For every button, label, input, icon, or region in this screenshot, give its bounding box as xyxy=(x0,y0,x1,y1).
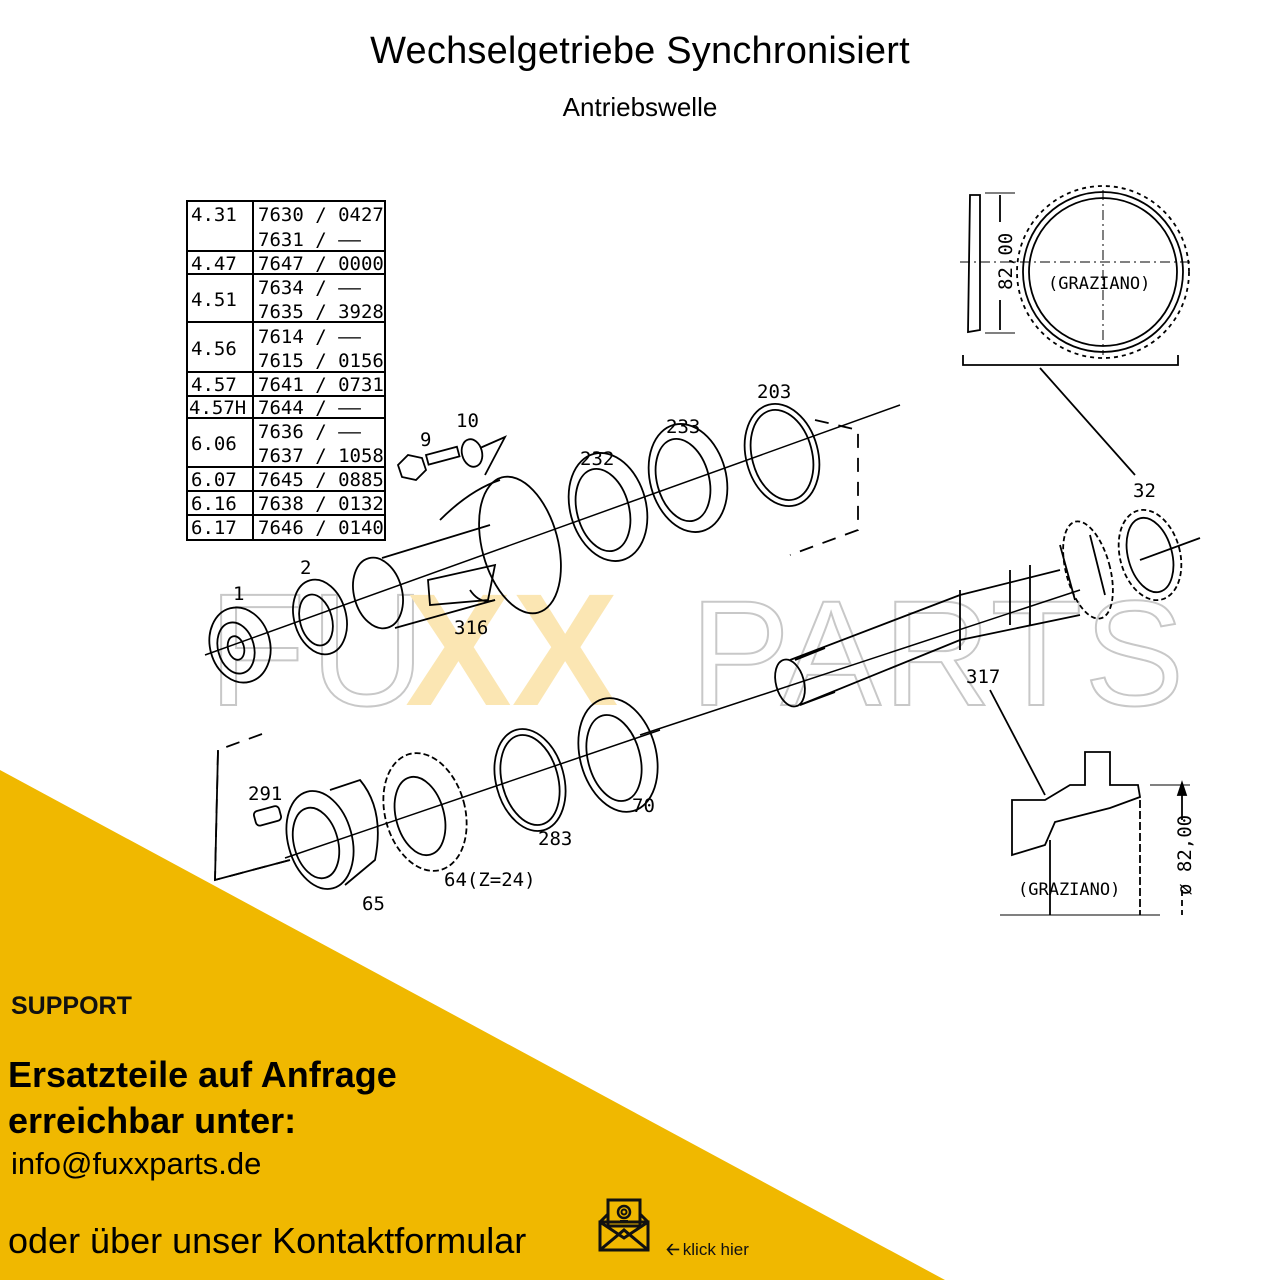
svg-text:PARTS: PARTS xyxy=(690,569,1186,737)
svg-text:6.17: 6.17 xyxy=(191,517,237,539)
page-title: Wechselgetriebe Synchronisiert xyxy=(370,30,910,72)
parts-reference-table: 4.31 7630 / 0427 7631 / —— 4.47 7647 / 0… xyxy=(186,200,386,541)
svg-text:7644 / ——: 7644 / —— xyxy=(258,397,362,419)
svg-text:283: 283 xyxy=(538,828,572,850)
svg-text:7631 / ——: 7631 / —— xyxy=(258,229,362,251)
svg-text:6.06: 6.06 xyxy=(191,433,237,455)
headline-line-2: erreichbar unter: xyxy=(8,1100,297,1141)
svg-text:7636 / ——: 7636 / —— xyxy=(258,421,362,443)
svg-text:7630 / 0427: 7630 / 0427 xyxy=(258,204,384,226)
svg-text:4.51: 4.51 xyxy=(191,289,237,311)
svg-text:233: 233 xyxy=(666,416,700,438)
svg-text:70: 70 xyxy=(632,795,655,817)
ring-dimension: 82,00 xyxy=(995,233,1017,290)
svg-text:232: 232 xyxy=(580,448,614,470)
svg-text:65: 65 xyxy=(362,893,385,915)
ring-maker-label: (GRAZIANO) xyxy=(1048,274,1150,294)
svg-text:4.31: 4.31 xyxy=(191,204,237,226)
svg-text:7635 / 3928: 7635 / 3928 xyxy=(258,301,384,323)
svg-text:1: 1 xyxy=(233,583,244,605)
svg-text:9: 9 xyxy=(420,429,431,451)
fuxxparts-watermark: FU XX PARTS xyxy=(207,559,1186,740)
svg-text:7645 / 0885: 7645 / 0885 xyxy=(258,469,384,491)
page-subtitle: Antriebswelle xyxy=(562,92,718,122)
svg-text:64(Z=24): 64(Z=24) xyxy=(444,869,536,891)
svg-text:7615 / 0156: 7615 / 0156 xyxy=(258,350,384,372)
contact-form-text: oder über unser Kontaktformular xyxy=(8,1220,527,1261)
svg-text:7614 / ——: 7614 / —— xyxy=(258,326,362,348)
klick-hier-link[interactable]: 🡠klick hier xyxy=(666,1237,749,1266)
svg-text:316: 316 xyxy=(454,617,488,639)
support-label: SUPPORT xyxy=(11,992,132,1020)
svg-text:4.47: 4.47 xyxy=(191,253,237,275)
envelope-at-icon[interactable] xyxy=(596,1196,652,1254)
svg-text:32: 32 xyxy=(1133,480,1156,502)
svg-text:10: 10 xyxy=(456,410,479,432)
section-maker-label: (GRAZIANO) xyxy=(1018,880,1120,900)
headline-line-1: Ersatzteile auf Anfrage xyxy=(8,1054,397,1095)
support-headline: Ersatzteile auf Anfrage erreichbar unter… xyxy=(8,1052,397,1144)
support-email-link[interactable]: info@fuxxparts.de xyxy=(11,1146,262,1181)
svg-text:203: 203 xyxy=(757,381,791,403)
svg-text:7634 / ——: 7634 / —— xyxy=(258,277,362,299)
arrow-left-icon: 🡠 xyxy=(666,1240,680,1259)
svg-text:6.16: 6.16 xyxy=(191,493,237,515)
svg-text:317: 317 xyxy=(966,666,1000,688)
svg-text:7638 / 0132: 7638 / 0132 xyxy=(258,493,384,515)
svg-text:7641 / 0731: 7641 / 0731 xyxy=(258,374,384,396)
svg-text:7647 / 0000: 7647 / 0000 xyxy=(258,253,384,275)
klick-hier-label: klick hier xyxy=(682,1240,749,1259)
svg-text:6.07: 6.07 xyxy=(191,469,237,491)
svg-text:7637 / 1058: 7637 / 1058 xyxy=(258,445,384,467)
svg-text:4.56: 4.56 xyxy=(191,338,237,360)
svg-text:XX: XX xyxy=(405,560,618,739)
section-dimension: ø 82,00 xyxy=(1174,815,1196,895)
svg-text:2: 2 xyxy=(300,557,311,579)
svg-text:291: 291 xyxy=(248,783,282,805)
svg-text:7646 / 0140: 7646 / 0140 xyxy=(258,517,384,539)
svg-text:4.57: 4.57 xyxy=(191,374,237,396)
svg-text:4.57H: 4.57H xyxy=(189,397,246,419)
